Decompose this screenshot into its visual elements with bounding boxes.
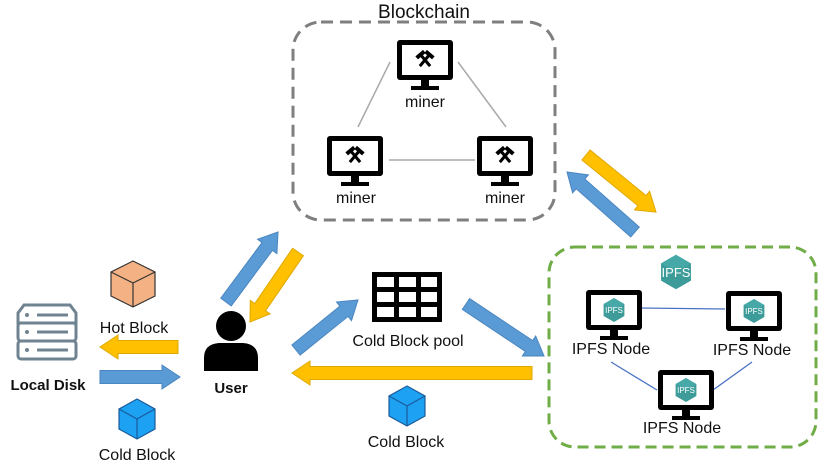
- ipfs-node-left: IPFS: [586, 290, 642, 340]
- miner-label: miner: [485, 190, 526, 207]
- user-icon: [204, 311, 258, 371]
- miner-label: miner: [336, 190, 377, 207]
- arrow-pool-to-ipfs: [461, 297, 545, 357]
- blockchain-title: Blockchain: [378, 2, 470, 23]
- monitor-icon: [477, 136, 533, 186]
- user-label: User: [214, 380, 248, 397]
- ipfs-link: [610, 361, 658, 391]
- arrow-user-to-disk-hot: [99, 334, 179, 360]
- blockchain-boundary: [291, 20, 557, 222]
- ipfs-boundary: [547, 245, 818, 449]
- cold-block-pool-icon: [372, 272, 442, 322]
- cold-block-cube-icon: [118, 398, 156, 440]
- miner-left: [327, 136, 383, 186]
- monitor-icon: [327, 136, 383, 186]
- ipfs-link: [639, 307, 726, 310]
- svg-text:IPFS: IPFS: [745, 307, 763, 316]
- cold-block-cube-icon: [388, 385, 426, 427]
- arrow-ipfs-to-user: [291, 360, 533, 386]
- arrow-disk-to-user-cold: [99, 364, 181, 390]
- cold-block-pool-label: Cold Block pool: [352, 333, 463, 350]
- ipfs-node-label: IPFS Node: [643, 420, 721, 437]
- miner-link: [457, 61, 507, 128]
- hot-block-cube-icon: [110, 260, 156, 308]
- cold-block-label: Cold Block: [99, 447, 176, 464]
- cold-block-label: Cold Block: [368, 434, 445, 451]
- ipfs-node-label: IPFS Node: [713, 342, 791, 359]
- miner-link: [357, 61, 391, 128]
- arrow-user-to-blockchain: [220, 231, 279, 307]
- hot-block-label: Hot Block: [100, 320, 169, 337]
- arrow-blockchain-to-ipfs: [581, 149, 657, 213]
- arrow-ipfs-to-blockchain: [566, 171, 641, 238]
- miner-right: [477, 136, 533, 186]
- ipfs-node-label: IPFS Node: [572, 341, 650, 358]
- local-disk-label: Local Disk: [10, 377, 86, 394]
- ipfs-logo: IPFS: [661, 254, 691, 290]
- svg-text:IPFS: IPFS: [662, 265, 691, 280]
- ipfs-node-right: IPFS: [726, 291, 782, 341]
- miner-top: [397, 40, 453, 90]
- local-disk-icon: [16, 303, 78, 361]
- arrow-blockchain-to-user: [249, 247, 305, 323]
- ipfs-link: [712, 361, 753, 391]
- arrow-user-to-pool: [291, 299, 359, 356]
- ipfs-node-bottom: IPFS: [658, 370, 714, 420]
- svg-text:IPFS: IPFS: [677, 386, 695, 395]
- monitor-icon: [397, 40, 453, 90]
- svg-text:IPFS: IPFS: [605, 306, 623, 315]
- miner-label: miner: [405, 94, 446, 111]
